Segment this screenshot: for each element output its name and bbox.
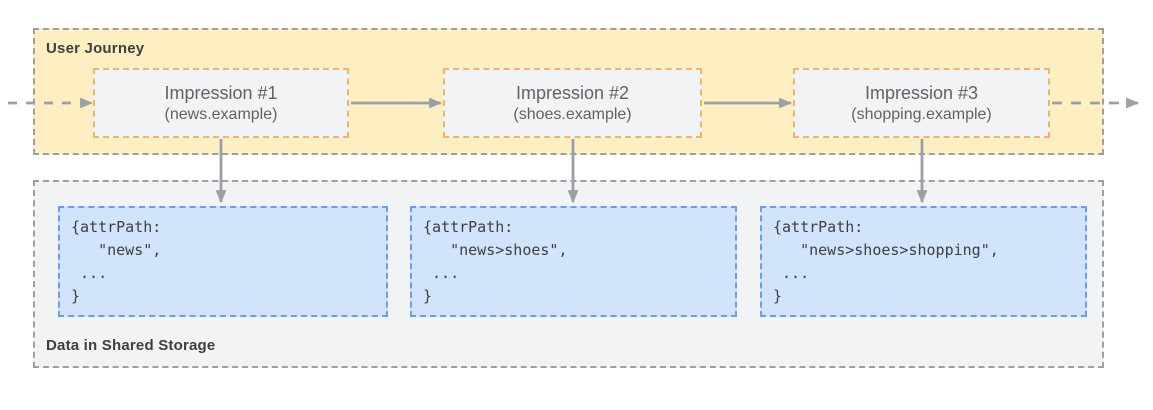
impression-2-title: Impression #2 xyxy=(515,83,630,103)
user-journey-label: User Journey xyxy=(46,40,145,57)
code-line: {attrPath: xyxy=(71,218,162,236)
impression-2-domain: (shoes.example) xyxy=(513,106,632,123)
storage-entry-2: {attrPath: "news>shoes", ... } xyxy=(410,206,737,317)
code-line: } xyxy=(773,287,783,305)
user-journey-panel: User Journey Impression #1 (news.example… xyxy=(33,28,1104,155)
code-line: } xyxy=(71,287,81,305)
code-line: "news>shoes>shopping", xyxy=(773,241,999,259)
impression-1-title: Impression #1 xyxy=(164,83,278,103)
code-line: ... xyxy=(423,264,460,282)
impression-node-3: Impression #3 (shopping.example) xyxy=(793,68,1050,138)
impression-1-domain: (news.example) xyxy=(164,106,278,123)
storage-entry-1: {attrPath: "news", ... } xyxy=(58,206,388,317)
shared-storage-label: Data in Shared Storage xyxy=(46,337,216,354)
code-line: "news>shoes", xyxy=(423,241,568,259)
code-line: } xyxy=(423,287,433,305)
impression-3-title: Impression #3 xyxy=(864,83,979,103)
impression-node-2: Impression #2 (shoes.example) xyxy=(443,68,702,138)
code-line: {attrPath: xyxy=(773,218,864,236)
code-line: ... xyxy=(773,264,810,282)
storage-entry-3: {attrPath: "news>shoes>shopping", ... } xyxy=(760,206,1087,317)
code-line: ... xyxy=(71,264,108,282)
impression-3-domain: (shopping.example) xyxy=(851,106,992,123)
impression-node-1: Impression #1 (news.example) xyxy=(93,68,349,138)
code-line: {attrPath: xyxy=(423,218,514,236)
code-line: "news", xyxy=(71,241,162,259)
shared-storage-panel: {attrPath: "news", ... } {attrPath: "new… xyxy=(33,180,1104,368)
